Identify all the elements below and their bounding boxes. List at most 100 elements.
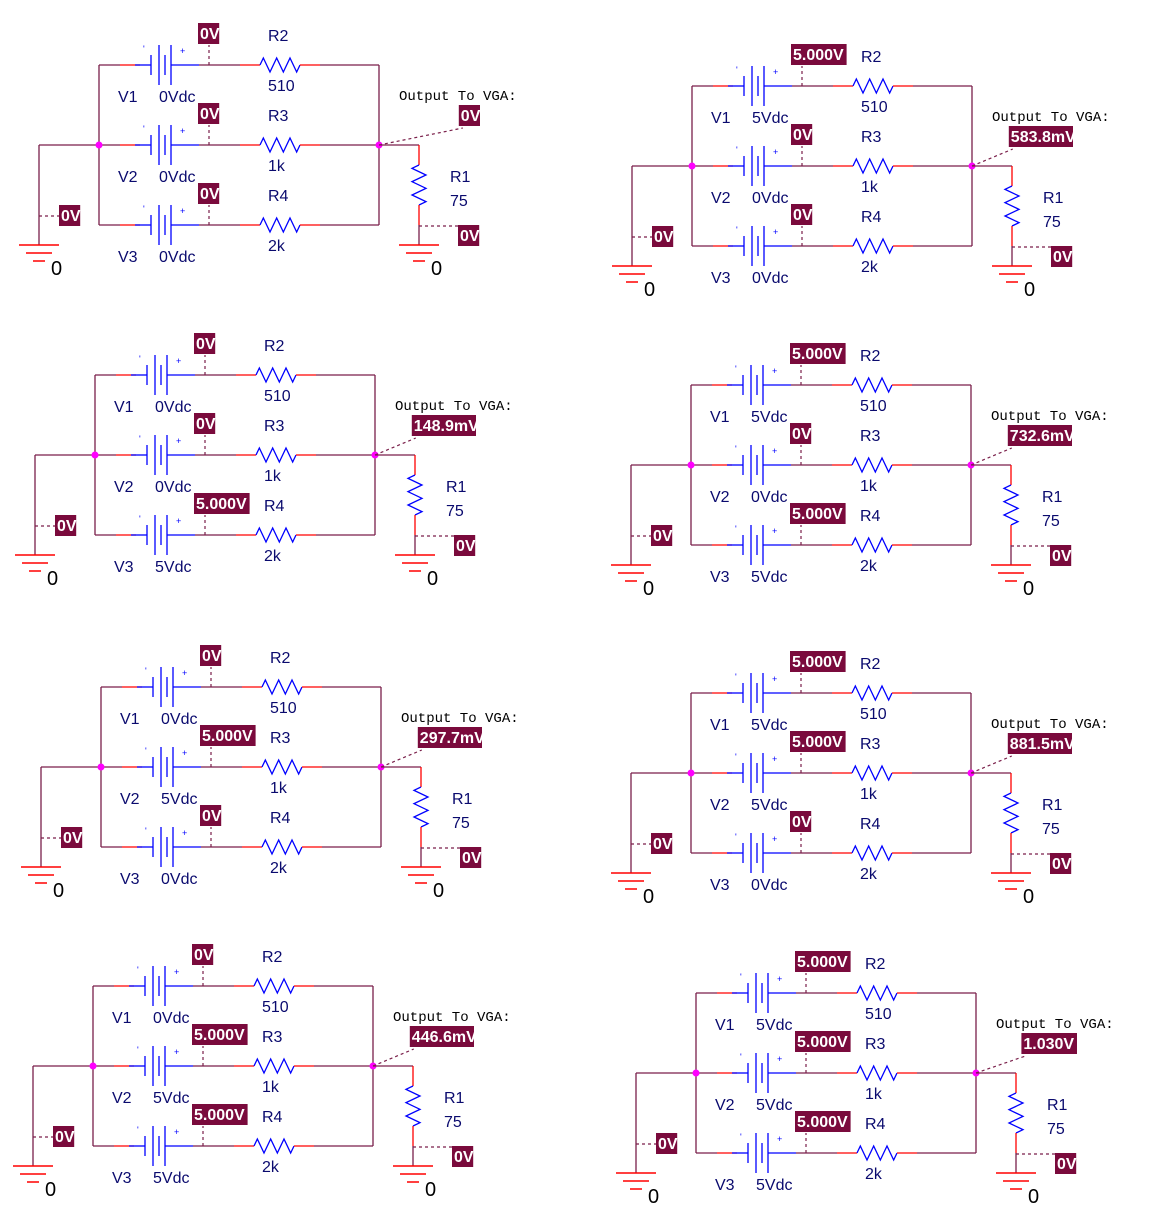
ground-probe-right[interactable]: 0V	[1050, 545, 1072, 566]
output-voltage-probe[interactable]: 297.7mV	[417, 727, 485, 748]
node-voltage-probe[interactable]: 0V	[198, 183, 220, 204]
node-voltage-probe[interactable]: 5.000V	[795, 951, 851, 972]
battery-icon: '+	[131, 434, 195, 475]
source-ref: V2	[710, 489, 730, 506]
source-ref: V2	[711, 190, 731, 207]
battery-minus-mark: '	[145, 826, 147, 836]
load-resistor-value: 75	[1043, 214, 1061, 231]
resistor-symbol	[253, 977, 295, 995]
node-voltage-probe[interactable]: 0V	[194, 413, 216, 434]
node-voltage-probe-box	[192, 1104, 248, 1125]
resistor-ref: R3	[264, 418, 285, 435]
resistor-ref: R4	[262, 1109, 283, 1126]
node-voltage-probe-box	[198, 23, 220, 44]
node-voltage-probe[interactable]: 5.000V	[790, 343, 846, 364]
ground-probe-right[interactable]: 0V	[452, 1146, 474, 1167]
load-resistor-value: 75	[1042, 513, 1060, 530]
output-voltage-probe[interactable]: 732.6mV	[1007, 425, 1075, 446]
source-value: 5Vdc	[751, 717, 787, 734]
ground-probe-right[interactable]: 0V	[1051, 246, 1073, 267]
output-probe-leader	[971, 148, 1014, 167]
node-voltage-probe-text: 5.000V	[797, 1114, 848, 1131]
ground-symbol	[991, 872, 1031, 890]
resistor-value: 1k	[268, 158, 286, 175]
node-voltage-probe[interactable]: 5.000V	[795, 1031, 851, 1052]
ground-probe-right[interactable]: 0V	[1050, 853, 1072, 874]
output-voltage-probe[interactable]: 446.6mV	[409, 1026, 477, 1047]
resistor-ref: R4	[861, 209, 882, 226]
resistor-value: 1k	[860, 478, 878, 495]
ground-probe-left[interactable]: 0V	[651, 525, 673, 546]
node-voltage-probe[interactable]: 5.000V	[791, 44, 847, 65]
node-voltage-probe[interactable]: 5.000V	[192, 1024, 248, 1045]
output-voltage-probe[interactable]: 0V	[458, 105, 481, 126]
ground-probe-right-text: 0V	[456, 538, 476, 555]
node-voltage-probe-box	[790, 423, 812, 444]
node-voltage-probe[interactable]: 5.000V	[790, 503, 846, 524]
node-voltage-probe[interactable]: 0V	[194, 333, 216, 354]
node-voltage-probe-box	[194, 493, 250, 514]
resistor-value: 2k	[268, 238, 286, 255]
ground-probe-right[interactable]: 0V	[454, 535, 476, 556]
resistor-ref: R4	[860, 508, 881, 525]
node-voltage-probe[interactable]: 5.000V	[192, 1104, 248, 1125]
junction-node	[687, 769, 695, 777]
resistor-value: 2k	[270, 860, 288, 877]
ground-probe-left-box	[55, 515, 77, 536]
output-voltage-probe[interactable]: 1.030V	[1021, 1033, 1077, 1054]
node-voltage-probe-box	[192, 1024, 248, 1045]
ground-probe-left[interactable]: 0V	[651, 833, 673, 854]
battery-minus-mark: '	[145, 666, 147, 676]
node-voltage-probe[interactable]: 0V	[790, 423, 812, 444]
node-voltage-probe[interactable]: 0V	[198, 23, 220, 44]
node-voltage-probe[interactable]: 0V	[192, 944, 214, 965]
ground-probe-right[interactable]: 0V	[458, 225, 480, 246]
battery-plus-mark: +	[176, 356, 181, 366]
output-voltage-probe[interactable]: 881.5mV	[1007, 733, 1075, 754]
output-label: Output To VGA:	[992, 110, 1110, 126]
node-voltage-probe[interactable]: 0V	[198, 103, 220, 124]
output-probe-leader	[975, 1055, 1026, 1074]
ground-label: 0	[643, 578, 654, 600]
source-ref: V2	[118, 169, 138, 186]
output-probe-leader	[374, 437, 417, 456]
source-value: 5Vdc	[751, 797, 787, 814]
node-voltage-probe[interactable]: 0V	[791, 124, 813, 145]
output-probe-leader	[372, 1048, 415, 1067]
battery-plus-mark: +	[180, 206, 185, 216]
ground-probe-right-box	[1051, 246, 1073, 267]
node-voltage-probe[interactable]: 0V	[791, 204, 813, 225]
node-voltage-probe[interactable]: 0V	[200, 645, 222, 666]
resistor-symbol	[851, 684, 893, 702]
ground-probe-right[interactable]: 0V	[1055, 1153, 1077, 1174]
ground-symbol	[991, 564, 1031, 582]
node-voltage-probe[interactable]: 5.000V	[790, 731, 846, 752]
ground-probe-right[interactable]: 0V	[460, 847, 482, 868]
node-voltage-probe[interactable]: 5.000V	[795, 1111, 851, 1132]
battery-minus-mark: '	[139, 434, 141, 444]
resistor-value: 2k	[860, 558, 878, 575]
battery-minus-mark: '	[736, 225, 738, 235]
battery-icon: '+	[137, 666, 201, 707]
battery-icon: '+	[129, 1045, 193, 1086]
ground-label: 0	[433, 880, 444, 902]
ground-probe-left-box	[656, 1133, 678, 1154]
resistor-symbol	[255, 526, 297, 544]
ground-probe-left[interactable]: 0V	[53, 1126, 75, 1147]
node-voltage-probe-text: 0V	[200, 26, 220, 43]
ground-probe-left[interactable]: 0V	[652, 226, 674, 247]
node-voltage-probe[interactable]: 0V	[790, 811, 812, 832]
node-voltage-probe[interactable]: 5.000V	[194, 493, 250, 514]
ground-probe-left[interactable]: 0V	[55, 515, 77, 536]
output-voltage-probe[interactable]: 583.8mV	[1008, 126, 1076, 147]
output-label: Output To VGA:	[991, 717, 1109, 733]
node-voltage-probe[interactable]: 0V	[200, 805, 222, 826]
source-value: 0Vdc	[159, 89, 195, 106]
ground-probe-left[interactable]: 0V	[59, 205, 81, 226]
output-voltage-probe[interactable]: 148.9mV	[411, 415, 479, 436]
ground-probe-left[interactable]: 0V	[656, 1133, 678, 1154]
ground-probe-left[interactable]: 0V	[61, 827, 83, 848]
node-voltage-probe[interactable]: 5.000V	[790, 651, 846, 672]
node-voltage-probe[interactable]: 5.000V	[200, 725, 256, 746]
